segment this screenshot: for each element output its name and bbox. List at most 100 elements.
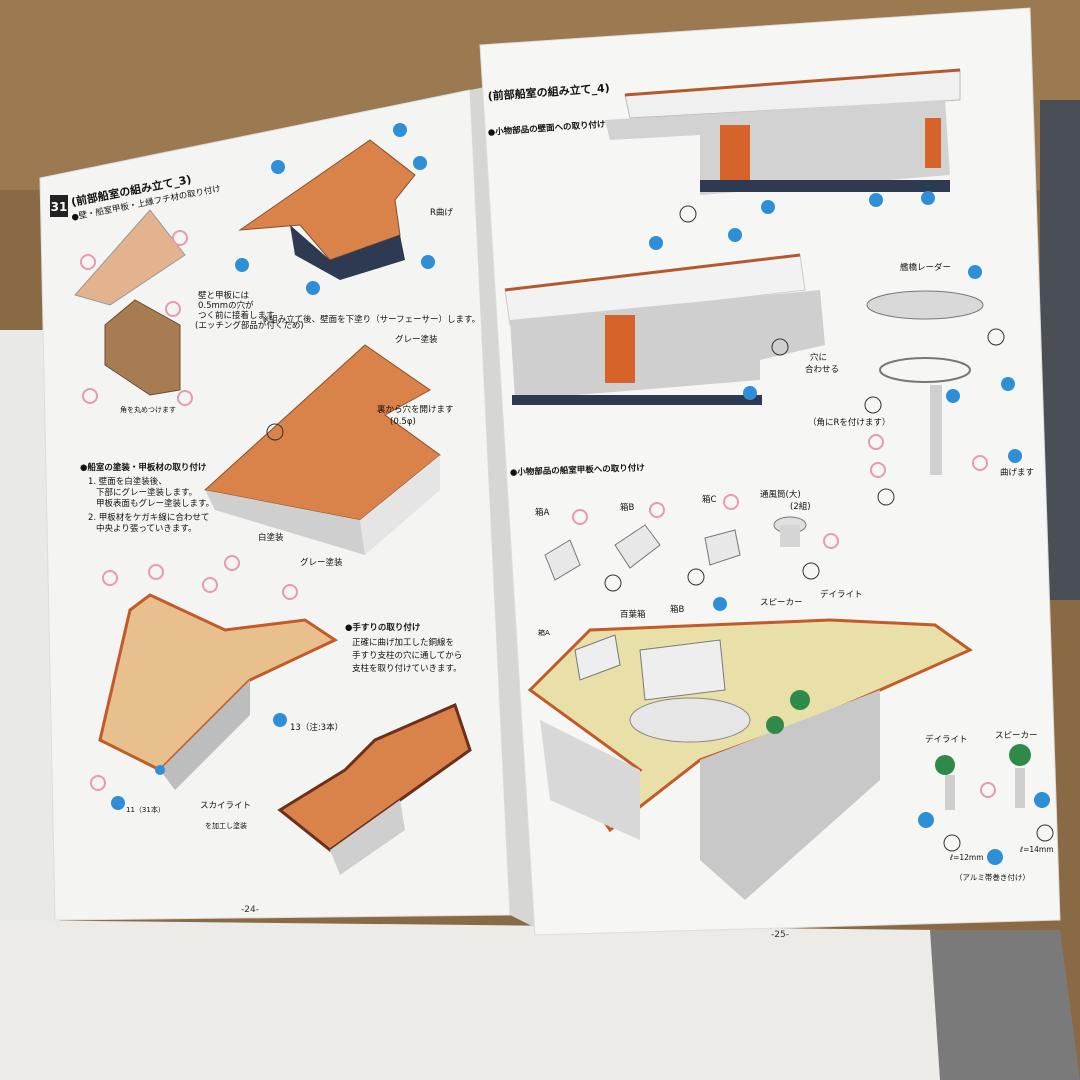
drill-size: (0.5φ) bbox=[390, 417, 416, 427]
part-badge bbox=[868, 434, 884, 450]
railing-deck-small-wall bbox=[330, 800, 405, 875]
deck-heading: ●小物部品の船室甲板への取り付け bbox=[510, 462, 646, 478]
bridge-rail-mid bbox=[504, 253, 801, 292]
part-badge bbox=[393, 123, 407, 137]
part-badge bbox=[877, 488, 895, 506]
part-badge bbox=[1034, 792, 1050, 808]
part-badge bbox=[172, 230, 188, 246]
part-badge bbox=[1036, 824, 1054, 842]
etching-note-1: 壁と甲板には bbox=[198, 290, 250, 301]
vent-count: (2組) bbox=[790, 501, 811, 512]
paint-step-1: 1. 壁面を白塗装後、 bbox=[88, 476, 167, 487]
etching-note-4: (エッチング部品が付くため) bbox=[195, 320, 304, 331]
daylight-post bbox=[945, 775, 955, 810]
part-badge bbox=[649, 236, 663, 250]
box-b2-label: 箱B bbox=[670, 604, 685, 615]
bridge-wall bbox=[605, 100, 950, 195]
box-a2-label: 箱A bbox=[538, 628, 550, 637]
r-bend-label: R曲げ bbox=[430, 207, 453, 218]
paint-step-1c: 甲板表面もグレー塗装します。 bbox=[96, 498, 214, 509]
part-badge bbox=[82, 388, 98, 404]
part-badge bbox=[266, 423, 284, 441]
part-badge bbox=[968, 265, 982, 279]
gray-paint-label: グレー塗装 bbox=[395, 334, 438, 345]
box-a-assembled bbox=[574, 634, 621, 681]
part-badge bbox=[761, 200, 775, 214]
part-badge bbox=[687, 568, 705, 586]
part-badge bbox=[155, 765, 165, 775]
bridge-base bbox=[700, 180, 950, 192]
radar-mast bbox=[930, 385, 942, 475]
part-badge bbox=[728, 228, 742, 242]
box-b-part bbox=[614, 524, 661, 569]
post-count: 11（31本） bbox=[126, 805, 165, 814]
hole-align-1: 穴に bbox=[810, 352, 827, 363]
part-badge bbox=[421, 255, 435, 269]
part-badge bbox=[1001, 377, 1015, 391]
etching-note-3: つく前に接着します bbox=[198, 310, 275, 321]
part-badge bbox=[802, 562, 820, 580]
assembled-deck-top bbox=[238, 139, 416, 261]
bridge-door-mid bbox=[605, 315, 635, 383]
part-badge bbox=[148, 564, 164, 580]
part-badge bbox=[649, 502, 665, 518]
painted-deck-wall bbox=[205, 490, 365, 555]
deck-wall-left bbox=[540, 720, 640, 840]
part-badge bbox=[918, 812, 934, 828]
section-number: 31 bbox=[51, 200, 68, 214]
bridge-door bbox=[720, 125, 750, 190]
bend-label: 曲げます bbox=[1000, 467, 1034, 478]
skylight-note: を加工し塗装 bbox=[205, 821, 247, 830]
bridge-rail bbox=[624, 68, 961, 97]
hole-align-2: 合わせる bbox=[805, 364, 839, 375]
bridge-wall-mid bbox=[510, 290, 825, 400]
daylight-label: デイライト bbox=[820, 589, 863, 600]
white-paint-label: 白塗装 bbox=[258, 532, 284, 543]
part-badge bbox=[202, 577, 218, 593]
gray-paint-label-2: グレー塗装 bbox=[300, 557, 343, 568]
rail-count: 13（注:3本） bbox=[290, 722, 343, 733]
daylight-assembled bbox=[766, 716, 784, 734]
length-2: ℓ=14mm bbox=[1019, 845, 1054, 854]
paint-step-2b: 中央より張っていきます。 bbox=[96, 523, 197, 534]
right-page-number: -25- bbox=[771, 930, 789, 940]
part-badges-left bbox=[80, 123, 435, 810]
box-b-label: 箱B bbox=[620, 502, 635, 513]
lifebox-label: 百葉箱 bbox=[620, 609, 646, 620]
speaker-detail bbox=[1009, 744, 1031, 766]
box-a-part bbox=[544, 539, 581, 581]
part-badges-right bbox=[572, 191, 1054, 865]
part-badge bbox=[679, 205, 697, 223]
r-corner-note: （角にRを付けます） bbox=[808, 417, 890, 428]
part-badge bbox=[987, 849, 1003, 865]
part-badge bbox=[306, 281, 320, 295]
left-page-number: -24- bbox=[241, 905, 259, 915]
rail-text-2: 手すり支柱の穴に通してから bbox=[352, 650, 462, 661]
part-badge bbox=[870, 462, 886, 478]
part-badge bbox=[921, 191, 935, 205]
part-badge bbox=[723, 494, 739, 510]
speaker-label: スピーカー bbox=[760, 598, 803, 608]
primer-note: ※組み立て後、壁面を下塗り（サーフェーサー）します。 bbox=[262, 314, 480, 325]
part-badge bbox=[972, 455, 988, 471]
part-badge bbox=[572, 509, 588, 525]
part-badge bbox=[604, 574, 622, 592]
box-c-label: 箱C bbox=[702, 494, 717, 505]
length-1: ℓ=12mm bbox=[949, 853, 984, 862]
radar-dish bbox=[866, 290, 984, 320]
section-badge-31 bbox=[50, 195, 68, 217]
rail-text-1: 正確に曲げ加工した銅線を bbox=[352, 637, 454, 648]
daylight2-label: デイライト bbox=[925, 734, 968, 745]
bridge-base-mid bbox=[512, 395, 762, 405]
part-badge bbox=[273, 713, 287, 727]
part-badge bbox=[177, 390, 193, 406]
part-badge bbox=[869, 193, 883, 207]
rail-text-3: 支柱を取り付けていきます。 bbox=[352, 663, 462, 674]
vent-body bbox=[780, 525, 800, 547]
speaker2-label: スピーカー bbox=[995, 731, 1038, 741]
part-badge bbox=[282, 584, 298, 600]
corner-note: 角を丸めつけます bbox=[120, 405, 176, 414]
speaker-post bbox=[1015, 768, 1025, 808]
skylight-label: スカイライト bbox=[200, 801, 251, 811]
paint-step-2: 2. 甲板材をケガキ線に合わせて bbox=[88, 512, 209, 523]
